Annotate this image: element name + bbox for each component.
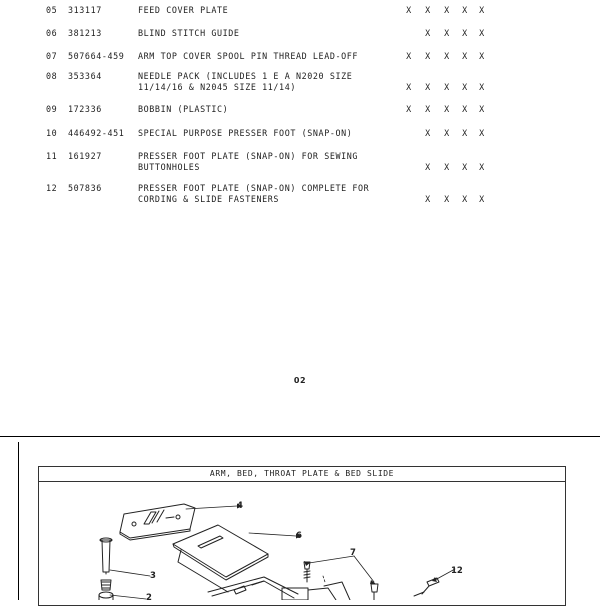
model-mark: X bbox=[444, 104, 450, 114]
model-mark: X bbox=[479, 5, 485, 15]
callout-2: 2 bbox=[146, 593, 152, 603]
model-mark: X bbox=[425, 104, 431, 114]
model-mark: X bbox=[462, 28, 468, 38]
model-mark: X bbox=[479, 28, 485, 38]
part-description: FEED COVER PLATE bbox=[138, 5, 229, 15]
part-number: 161927 bbox=[68, 151, 102, 161]
model-mark: X bbox=[462, 104, 468, 114]
callout-12: 12 bbox=[451, 566, 463, 576]
callout-3: 3 bbox=[150, 571, 156, 581]
model-mark: X bbox=[444, 28, 450, 38]
model-mark: X bbox=[425, 51, 431, 61]
leader-lines bbox=[109, 505, 456, 600]
model-mark: X bbox=[444, 51, 450, 61]
model-mark: X bbox=[462, 194, 468, 204]
model-mark: X bbox=[425, 82, 431, 92]
part-number: 507836 bbox=[68, 183, 102, 193]
model-mark: X bbox=[479, 104, 485, 114]
model-mark: X bbox=[462, 128, 468, 138]
part-number: 172336 bbox=[68, 104, 102, 114]
bed-section bbox=[207, 576, 351, 600]
model-mark: X bbox=[479, 162, 485, 172]
bed-slide bbox=[172, 524, 269, 593]
model-mark: X bbox=[462, 51, 468, 61]
model-mark: X bbox=[406, 104, 412, 114]
page-number: 02 bbox=[293, 376, 307, 385]
side-screw bbox=[370, 583, 379, 600]
part-description: CORDING & SLIDE FASTENERS bbox=[138, 194, 280, 204]
part-description: BOBBIN (PLASTIC) bbox=[138, 104, 229, 114]
part-description: PRESSER FOOT PLATE (SNAP-ON) COMPLETE FO… bbox=[138, 183, 370, 193]
item-number: 11 bbox=[46, 151, 58, 161]
model-mark: X bbox=[406, 51, 412, 61]
page-divider bbox=[0, 436, 600, 437]
model-mark: X bbox=[444, 162, 450, 172]
throat-plate bbox=[119, 503, 196, 541]
model-mark: X bbox=[479, 194, 485, 204]
item-number: 10 bbox=[46, 128, 58, 138]
item-number: 08 bbox=[46, 71, 58, 81]
page-border bbox=[18, 442, 19, 600]
callout-6: 6 bbox=[296, 531, 302, 541]
part-description: PRESSER FOOT PLATE (SNAP-ON) FOR SEWING bbox=[138, 151, 359, 161]
model-mark: X bbox=[444, 194, 450, 204]
model-mark: X bbox=[425, 5, 431, 15]
callout-7: 7 bbox=[350, 548, 356, 558]
part-number: 381213 bbox=[68, 28, 102, 38]
callout-4: 4 bbox=[237, 501, 243, 511]
model-mark: X bbox=[425, 128, 431, 138]
spool-pin-base bbox=[98, 591, 114, 600]
item-number: 12 bbox=[46, 183, 58, 193]
exploded-parts-diagram bbox=[98, 503, 456, 600]
item-number: 06 bbox=[46, 28, 58, 38]
model-mark: X bbox=[425, 28, 431, 38]
spool-pin bbox=[99, 537, 113, 575]
item-number: 07 bbox=[46, 51, 58, 61]
part-number: 313117 bbox=[68, 5, 102, 15]
part-number: 507664-459 bbox=[68, 51, 125, 61]
model-mark: X bbox=[406, 82, 412, 92]
model-mark: X bbox=[444, 5, 450, 15]
part-description: SPECIAL PURPOSE PRESSER FOOT (SNAP-ON) bbox=[138, 128, 353, 138]
diagram-title: ARM, BED, THROAT PLATE & BED SLIDE bbox=[38, 466, 566, 482]
item-number: 09 bbox=[46, 104, 58, 114]
model-mark: X bbox=[462, 162, 468, 172]
model-mark: X bbox=[462, 82, 468, 92]
part-description: NEEDLE PACK (INCLUDES 1 E A N2020 SIZE bbox=[138, 71, 353, 81]
model-mark: X bbox=[444, 128, 450, 138]
model-mark: X bbox=[425, 194, 431, 204]
model-mark: X bbox=[425, 162, 431, 172]
part-description: BUTTONHOLES bbox=[138, 162, 201, 172]
part-number: 446492-451 bbox=[68, 128, 125, 138]
bed-screw bbox=[303, 561, 311, 583]
part-number: 353364 bbox=[68, 71, 102, 81]
part-description: BLIND STITCH GUIDE bbox=[138, 28, 240, 38]
model-mark: X bbox=[444, 82, 450, 92]
model-mark: X bbox=[462, 5, 468, 15]
model-mark: X bbox=[479, 128, 485, 138]
model-mark: X bbox=[406, 5, 412, 15]
model-mark: X bbox=[479, 82, 485, 92]
part-description: 11/14/16 & N2045 SIZE 11/14) bbox=[138, 82, 296, 92]
spool-pin-felt bbox=[100, 579, 112, 591]
model-mark: X bbox=[479, 51, 485, 61]
part-description: ARM TOP COVER SPOOL PIN THREAD LEAD-OFF bbox=[138, 51, 359, 61]
item-number: 05 bbox=[46, 5, 58, 15]
